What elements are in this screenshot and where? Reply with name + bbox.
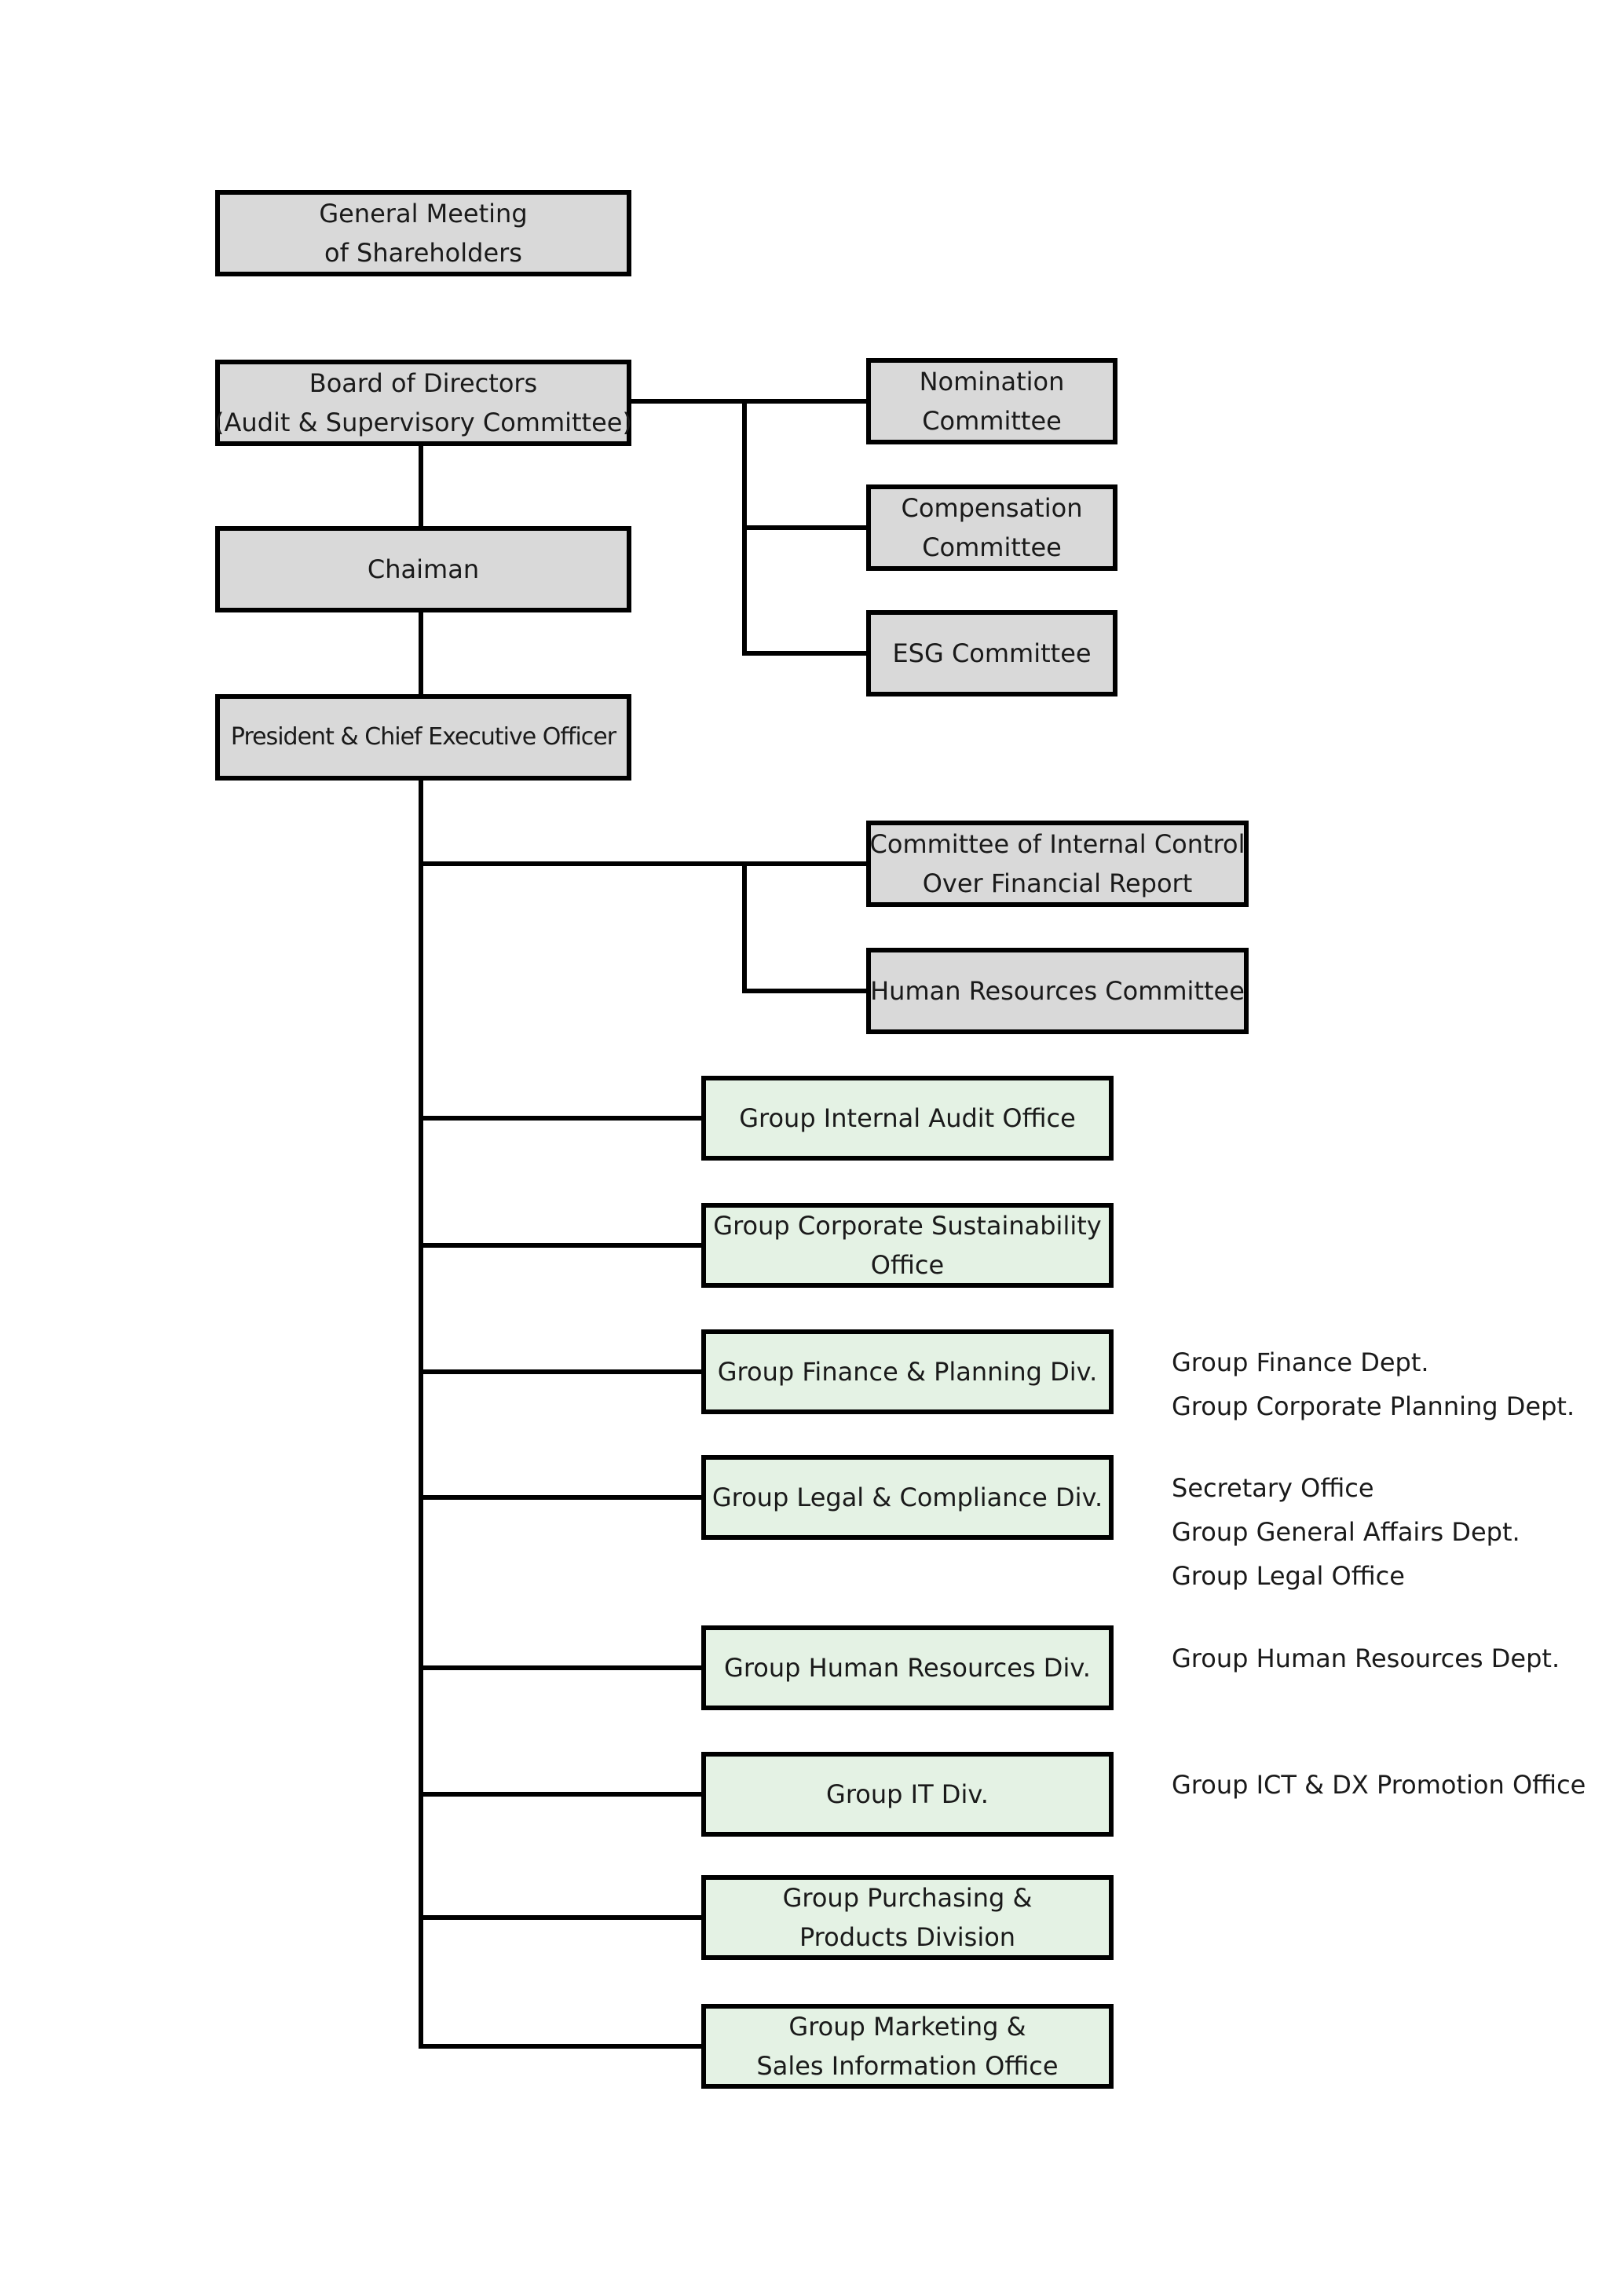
- side-note-finance-departments: Group Finance Dept. Group Corporate Plann…: [1172, 1340, 1575, 1428]
- side-note-line: Secretary Office: [1172, 1473, 1374, 1503]
- side-note-it-departments: Group ICT & DX Promotion Office: [1172, 1763, 1586, 1807]
- connector-to-it: [419, 1792, 701, 1797]
- org-node-label: Group Marketing &: [788, 2012, 1026, 2042]
- connector-to-sustainability: [419, 1243, 701, 1248]
- org-node-label: Committee: [922, 532, 1062, 562]
- org-node-general-meeting: General Meeting of Shareholders: [215, 190, 631, 276]
- connector-to-internal-audit: [419, 1116, 701, 1121]
- org-node-label: Group Corporate Sustainability: [713, 1211, 1102, 1241]
- org-node-label: Group Internal Audit Office: [739, 1103, 1076, 1133]
- org-node-label: Compensation: [901, 493, 1083, 523]
- side-note-line: Group General Affairs Dept.: [1172, 1517, 1520, 1547]
- org-node-label: Group IT Div.: [826, 1779, 989, 1809]
- org-node-group-finance-planning-div: Group Finance & Planning Div.: [701, 1329, 1114, 1414]
- connector-to-finance: [419, 1369, 701, 1374]
- org-node-label: Human Resources Committee: [870, 976, 1245, 1006]
- org-node-label: Nomination: [919, 367, 1065, 397]
- org-node-label: Group Finance & Planning Div.: [717, 1357, 1098, 1387]
- org-node-label: Office: [870, 1250, 945, 1280]
- org-node-label: Sales Information Office: [756, 2051, 1059, 2081]
- connector-chairman-to-president: [419, 612, 423, 694]
- org-node-label: Over Financial Report: [922, 868, 1193, 898]
- org-node-esg-committee: ESG Committee: [866, 610, 1117, 696]
- connector-to-compensation: [742, 525, 866, 530]
- side-note-line: Group Legal Office: [1172, 1561, 1405, 1591]
- connector-to-purchasing: [419, 1915, 701, 1920]
- connector-to-human-resources-committee: [742, 989, 866, 993]
- org-node-chairman: Chaiman: [215, 526, 631, 612]
- org-node-label: Board of Directors: [309, 368, 538, 398]
- connector-president-trunk: [419, 781, 423, 2049]
- org-node-group-human-resources-div: Group Human Resources Div.: [701, 1625, 1114, 1710]
- org-node-group-internal-audit-office: Group Internal Audit Office: [701, 1076, 1114, 1161]
- org-node-president-ceo: President & Chief Executive Officer: [215, 694, 631, 781]
- org-node-human-resources-committee: Human Resources Committee: [866, 948, 1249, 1034]
- connector-to-esg: [742, 651, 866, 656]
- side-note-line: Group Corporate Planning Dept.: [1172, 1391, 1575, 1421]
- connector-to-marketing: [419, 2044, 701, 2049]
- connector-to-legal: [419, 1495, 701, 1500]
- connector-board-to-nomination: [631, 399, 866, 404]
- org-node-board-of-directors: Board of Directors (Audit & Supervisory C…: [214, 360, 632, 446]
- org-node-label: Committee of Internal Control: [869, 829, 1245, 859]
- org-node-label: ESG Committee: [892, 638, 1092, 668]
- connector-board-to-chairman: [419, 446, 423, 526]
- connector-to-internal-control: [419, 861, 866, 866]
- side-note-line: Group Finance Dept.: [1172, 1347, 1429, 1377]
- org-node-label: (Audit & Supervisory Committee): [214, 408, 632, 437]
- connector-to-human-resources-div: [419, 1665, 701, 1670]
- org-node-label: Products Division: [799, 1922, 1016, 1952]
- org-node-group-legal-compliance-div: Group Legal & Compliance Div.: [701, 1455, 1114, 1540]
- org-node-label: Committee: [922, 406, 1062, 436]
- side-note-line: Group Human Resources Dept.: [1172, 1643, 1560, 1673]
- org-node-label: Group Legal & Compliance Div.: [711, 1483, 1103, 1512]
- org-node-label: Chaiman: [367, 554, 480, 584]
- connector-internal-committees-vertical: [742, 861, 747, 993]
- org-node-label: Group Purchasing &: [782, 1883, 1033, 1913]
- org-node-group-purchasing-products-division: Group Purchasing & Products Division: [701, 1875, 1114, 1960]
- org-node-group-marketing-sales-information-office: Group Marketing & Sales Information Offic…: [701, 2004, 1114, 2089]
- org-node-group-it-div: Group IT Div.: [701, 1752, 1114, 1837]
- org-node-label: General Meeting: [319, 199, 528, 229]
- org-node-label: of Shareholders: [324, 238, 522, 268]
- side-note-line: Group ICT & DX Promotion Office: [1172, 1770, 1586, 1800]
- org-node-label: Group Human Resources Div.: [724, 1653, 1091, 1683]
- side-note-hr-departments: Group Human Resources Dept.: [1172, 1636, 1560, 1680]
- org-node-label: President & Chief Executive Officer: [230, 723, 616, 751]
